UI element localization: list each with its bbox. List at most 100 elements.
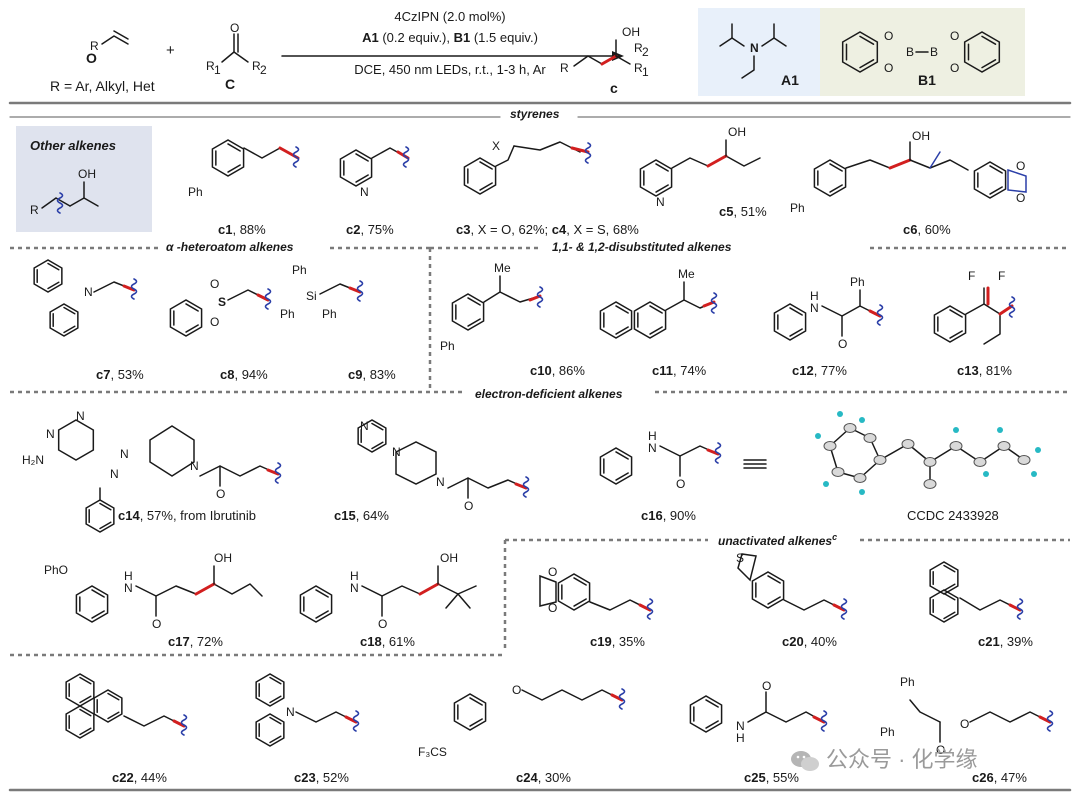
c18-h: H xyxy=(350,569,359,583)
attachment-wavy-bond xyxy=(584,142,592,164)
c10-me: Me xyxy=(494,261,511,275)
section-alpha-heteroatom: α -heteroatom alkenes xyxy=(162,240,298,254)
aromatic-bond xyxy=(315,589,329,598)
benzene-ring xyxy=(773,303,807,341)
benzene-ring xyxy=(75,585,109,623)
c9-ph: Ph xyxy=(292,263,307,277)
c8-oxygen: O xyxy=(210,277,219,291)
c14-oxygen: O xyxy=(216,487,225,501)
c24-chain xyxy=(521,689,623,701)
conditions-additives: A1 (0.2 equiv.), B1 (1.5 equiv.) xyxy=(305,30,595,45)
benzene-ring xyxy=(357,419,387,453)
aromatic-bond xyxy=(767,596,781,605)
c1-phenyl: Ph xyxy=(188,185,203,199)
attachment-wavy-bond xyxy=(536,286,544,308)
b1-catechol-ring-right xyxy=(963,31,1001,73)
aromatic-bond xyxy=(269,716,282,725)
alkene-reactant-label: O xyxy=(86,50,97,66)
b1-oxygen: O xyxy=(950,29,959,43)
aromatic-bond xyxy=(705,699,719,708)
attachment-wavy-bond xyxy=(56,192,64,214)
attachment-wavy-bond xyxy=(646,598,654,620)
cond-a1: A1 xyxy=(362,30,379,45)
c6-oxygen: O xyxy=(1016,159,1025,173)
label-c1: c1, 88% xyxy=(218,222,266,237)
ortep-atom xyxy=(923,479,937,489)
ortep-hydrogen xyxy=(859,489,865,495)
aromatic-bond xyxy=(79,695,92,704)
attachment-wavy-bond xyxy=(402,146,410,168)
c6-oxygen: O xyxy=(1016,191,1025,205)
aromatic-bond xyxy=(107,711,120,720)
aromatic-bond xyxy=(615,451,629,460)
c6-hydroxyl: OH xyxy=(912,129,930,143)
aromatic-bond xyxy=(63,325,76,334)
benzene-ring xyxy=(639,159,673,197)
c15-piperazine xyxy=(395,441,437,485)
label-c19: c19, 35% xyxy=(590,634,645,649)
c24-f3cs: F₃CS xyxy=(418,745,447,759)
aromatic-bond xyxy=(949,330,963,339)
label-c16: c16, 90% xyxy=(641,508,696,523)
aromatic-bond xyxy=(371,422,384,431)
ortep-atom xyxy=(1017,455,1031,465)
other-hydroxyl: OH xyxy=(78,167,96,181)
aromatic-bond xyxy=(989,186,1003,195)
new-bond xyxy=(998,304,1014,316)
c5-hydroxyl: OH xyxy=(728,125,746,139)
aromatic-bond xyxy=(185,303,199,312)
arrow-head-icon xyxy=(612,51,624,61)
benzene-ring xyxy=(599,447,633,485)
aromatic-bond xyxy=(943,564,956,573)
ortep-atom xyxy=(923,457,937,467)
c14-n: N xyxy=(46,427,55,441)
c7-nitrogen: N xyxy=(84,285,93,299)
ortep-hydrogen xyxy=(815,433,821,439)
benzene-ring xyxy=(33,259,63,293)
label-c14: c14, 57%, from Ibrutinib xyxy=(118,508,257,523)
other-alkenes-panel xyxy=(16,126,152,232)
c6-methyl xyxy=(929,151,941,169)
new-bond xyxy=(256,293,270,302)
c20-sulfur: S xyxy=(736,551,744,565)
ortep-atom xyxy=(831,467,845,477)
c18-nitrogen: N xyxy=(350,581,359,595)
aromatic-bond xyxy=(355,174,369,183)
c8-sulfur: S xyxy=(218,295,226,309)
label-c2: c2, 75% xyxy=(346,222,394,237)
new-bond xyxy=(122,284,136,292)
aromatic-bond xyxy=(649,305,663,314)
alkene-backbone xyxy=(101,35,129,45)
label-c25: c25, 55% xyxy=(744,770,799,785)
attachment-wavy-bond xyxy=(1008,296,1016,318)
aromatic-bond xyxy=(79,727,92,736)
ketone-backbone xyxy=(221,51,249,63)
c18-hydroxyl: OH xyxy=(440,551,458,565)
aromatic-bond xyxy=(99,502,112,511)
c24-oxygen: O xyxy=(512,683,521,697)
ortep-atom xyxy=(973,457,987,467)
c17-h: H xyxy=(124,569,133,583)
aromatic-bond xyxy=(47,281,60,290)
benzene-ring xyxy=(49,303,79,337)
benzene-ring xyxy=(929,589,959,623)
new-bond xyxy=(610,693,624,702)
c18-tbu xyxy=(445,593,459,609)
aromatic-bond xyxy=(829,184,843,193)
c9-ph: Ph xyxy=(280,307,295,321)
aromatic-bond xyxy=(269,695,282,704)
c25-chain xyxy=(747,711,825,723)
aromatic-bond xyxy=(99,521,112,530)
b1-boron: B xyxy=(906,45,914,59)
aromatic-bond xyxy=(767,575,781,584)
aromatic-bond xyxy=(943,583,956,592)
label-c17: c17, 72% xyxy=(168,634,223,649)
aromatic-bond xyxy=(789,328,803,337)
attachment-wavy-bond xyxy=(264,288,272,310)
ketone-reactant-label: C xyxy=(225,76,236,92)
ortep-atom xyxy=(863,433,877,443)
benzene-ring xyxy=(255,713,285,747)
alkene-r-note: R = Ar, Alkyl, Het xyxy=(50,78,155,94)
c14-amine: H₂N xyxy=(22,453,44,467)
aromatic-bond xyxy=(269,676,282,685)
